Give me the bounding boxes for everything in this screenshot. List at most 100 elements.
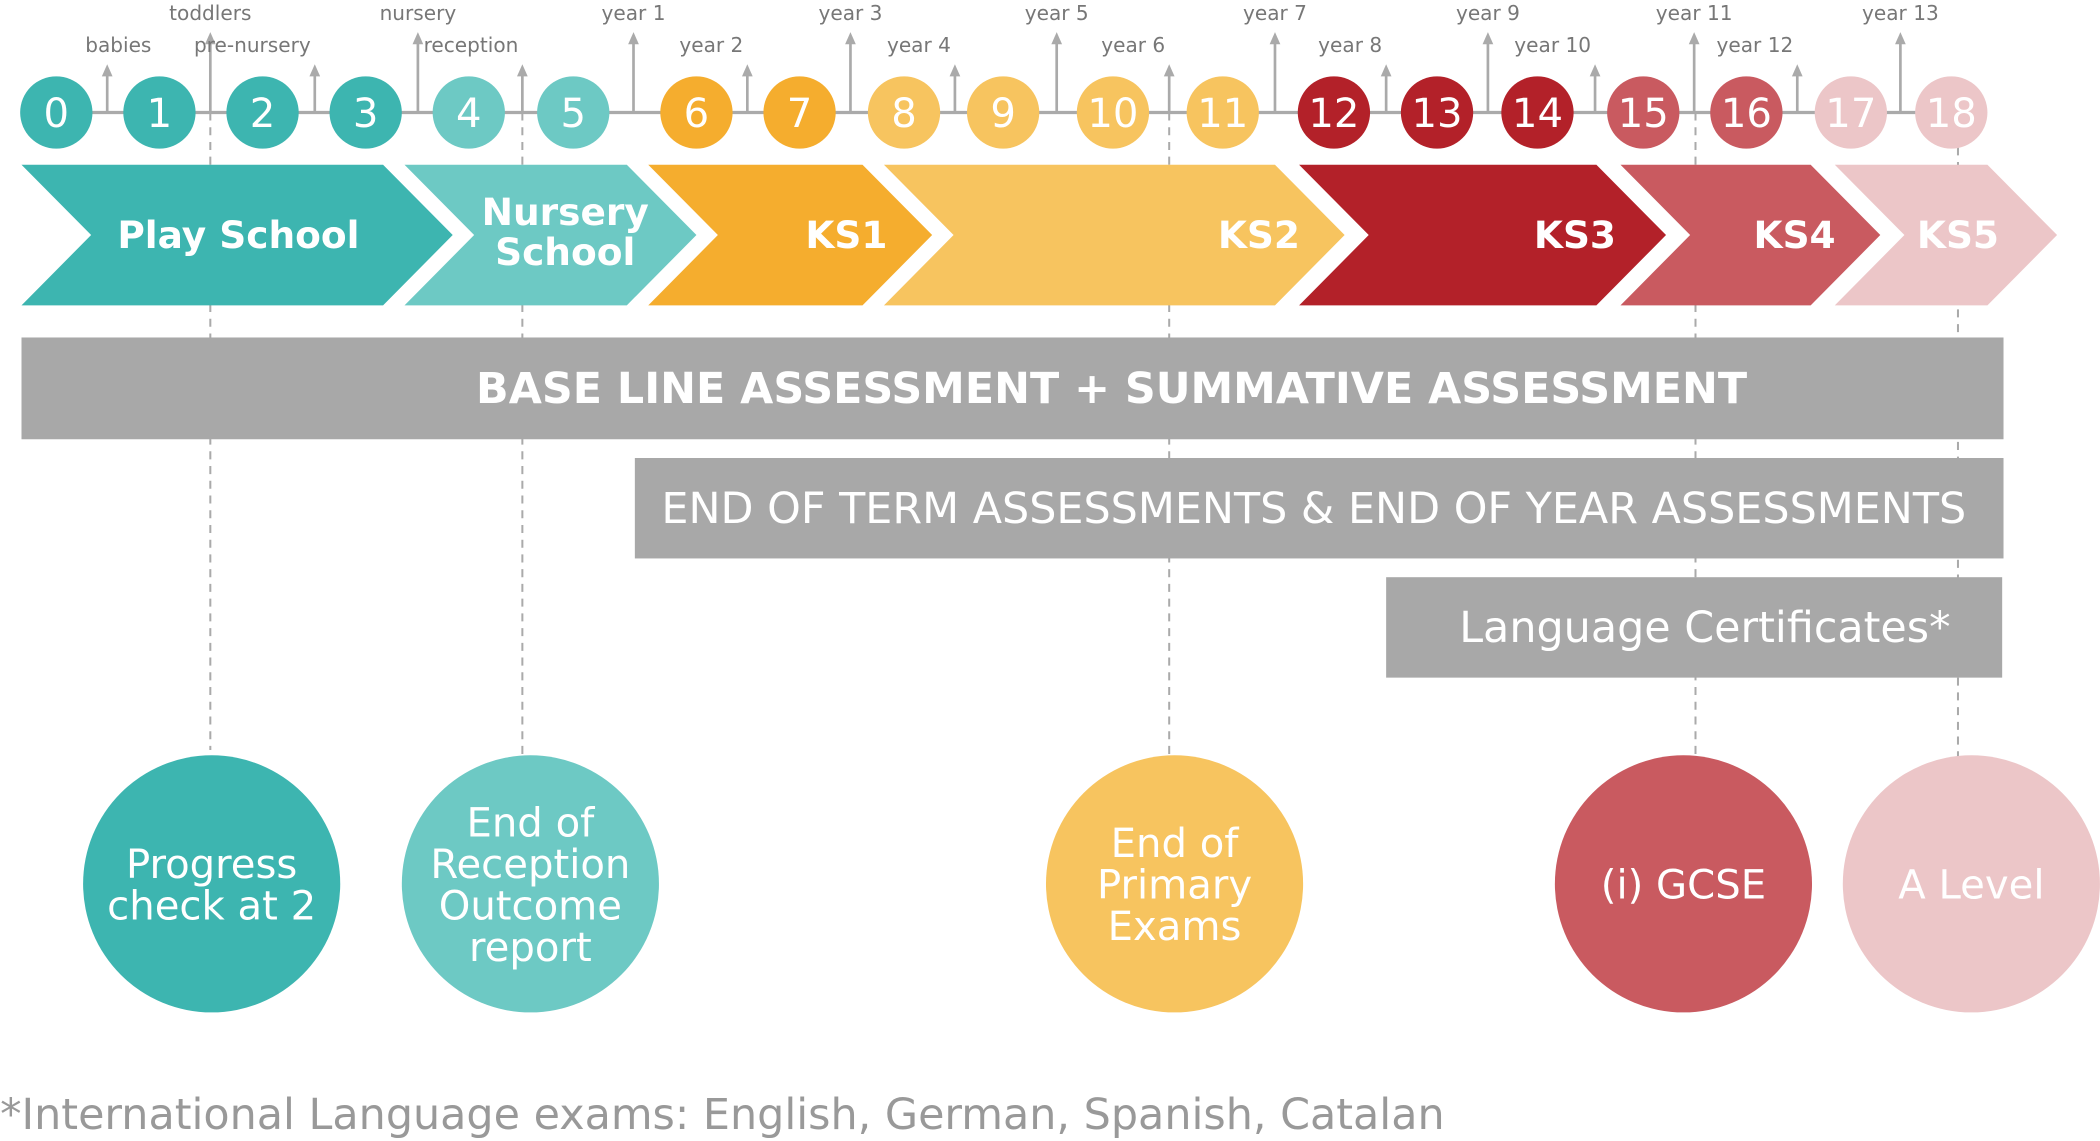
stage-label: KS1 bbox=[805, 213, 887, 257]
assessment-bar-label: END OF TERM ASSESSMENTS & END OF YEAR AS… bbox=[661, 484, 1966, 534]
arrow-head-icon bbox=[845, 32, 856, 45]
age-number: 0 bbox=[44, 91, 70, 137]
age-number: 11 bbox=[1197, 91, 1248, 137]
footnote: *International Language exams: English, … bbox=[0, 1090, 1445, 1140]
stage-chevron bbox=[1299, 164, 1667, 306]
stage-chevron bbox=[21, 164, 453, 306]
stage-label: KS3 bbox=[1534, 213, 1616, 257]
age-number: 14 bbox=[1512, 91, 1563, 137]
assessment-bar bbox=[634, 458, 2004, 559]
year-label: babies bbox=[85, 33, 151, 57]
year-label: toddlers bbox=[169, 1, 251, 25]
age-number: 15 bbox=[1618, 91, 1669, 137]
milestone-label: End of bbox=[1111, 821, 1240, 867]
stage-chevron bbox=[1834, 164, 2058, 306]
age-circle bbox=[763, 76, 836, 149]
age-number: 18 bbox=[1926, 91, 1977, 137]
arrow-head-icon bbox=[101, 64, 113, 77]
arrow-head-icon bbox=[949, 64, 961, 77]
milestone-label: Primary bbox=[1097, 863, 1252, 909]
assessment-bar-label: BASE LINE ASSESSMENT + SUMMATIVE ASSESSM… bbox=[476, 364, 1747, 414]
milestone-label: report bbox=[469, 925, 592, 971]
milestone-label: End of bbox=[466, 800, 595, 846]
year-label: year 4 bbox=[887, 33, 951, 57]
age-number: 13 bbox=[1411, 91, 1462, 137]
year-label: year 1 bbox=[602, 1, 666, 25]
year-label: year 11 bbox=[1656, 1, 1733, 25]
stage-label: Play School bbox=[117, 213, 359, 257]
age-circle bbox=[537, 76, 610, 149]
milestone-label: Reception bbox=[430, 842, 630, 888]
age-circle bbox=[867, 76, 941, 149]
age-circle bbox=[1501, 76, 1574, 149]
year-label: pre-nursery bbox=[194, 33, 311, 57]
milestone-circle bbox=[1045, 755, 1304, 1013]
year-label: year 7 bbox=[1243, 1, 1307, 25]
stage-label: KS4 bbox=[1754, 213, 1836, 257]
year-label: year 10 bbox=[1514, 33, 1591, 57]
age-number: 12 bbox=[1308, 91, 1359, 137]
age-number: 5 bbox=[560, 91, 586, 137]
age-number: 8 bbox=[891, 91, 917, 137]
year-label: year 2 bbox=[679, 33, 743, 57]
milestone-circle bbox=[1554, 755, 1813, 1013]
year-label: year 8 bbox=[1318, 33, 1382, 57]
arrow-head-icon bbox=[741, 64, 753, 77]
arrow-head-icon bbox=[1380, 64, 1392, 77]
arrow-head-icon bbox=[1688, 32, 1700, 45]
age-circle bbox=[1400, 76, 1474, 149]
age-number: 16 bbox=[1721, 91, 1772, 137]
year-label: year 9 bbox=[1456, 1, 1520, 25]
arrow-head-icon bbox=[1163, 64, 1175, 77]
age-circle bbox=[1297, 76, 1371, 149]
age-number: 3 bbox=[353, 91, 379, 137]
arrow-head-icon bbox=[1482, 32, 1494, 45]
arrow-head-icon bbox=[628, 32, 639, 45]
year-label: year 13 bbox=[1862, 1, 1939, 25]
milestone-label: Outcome bbox=[439, 883, 622, 929]
arrow-head-icon bbox=[1791, 64, 1803, 77]
age-circle bbox=[1710, 76, 1783, 149]
milestone-circle bbox=[1842, 755, 2100, 1013]
assessment-bar bbox=[1386, 577, 2003, 678]
arrow-head-icon bbox=[1269, 32, 1281, 45]
year-label: reception bbox=[424, 33, 519, 57]
assessment-bar-label: Language Certificates* bbox=[1459, 603, 1950, 653]
age-circle bbox=[20, 76, 93, 149]
age-circle bbox=[660, 76, 733, 149]
stage-chevron bbox=[404, 164, 697, 306]
age-circle bbox=[1186, 76, 1259, 149]
age-circle bbox=[123, 76, 196, 149]
age-circle bbox=[1076, 76, 1150, 149]
milestone-label: A Level bbox=[1898, 863, 2044, 909]
age-circle bbox=[966, 76, 1040, 149]
stage-label: School bbox=[495, 230, 635, 274]
stage-label: KS2 bbox=[1218, 213, 1300, 257]
stage-label: Nursery bbox=[482, 190, 649, 234]
arrow-head-icon bbox=[412, 32, 424, 45]
stage-label: KS5 bbox=[1917, 213, 1999, 257]
arrow-head-icon bbox=[1895, 32, 1906, 45]
age-number: 4 bbox=[456, 91, 482, 137]
milestone-circle bbox=[83, 755, 341, 1013]
arrow-head-icon bbox=[309, 64, 321, 77]
arrow-head-icon bbox=[516, 64, 528, 77]
milestone-label: Exams bbox=[1108, 904, 1242, 950]
age-circle bbox=[1814, 76, 1888, 149]
arrow-head-icon bbox=[204, 32, 216, 45]
arrow-head-icon bbox=[1589, 64, 1601, 77]
year-label: year 6 bbox=[1101, 33, 1165, 57]
age-number: 10 bbox=[1087, 91, 1138, 137]
year-label: year 5 bbox=[1025, 1, 1089, 25]
age-circle bbox=[226, 76, 299, 149]
age-number: 1 bbox=[147, 91, 173, 137]
milestone-label: (i) GCSE bbox=[1601, 863, 1766, 909]
stage-chevron bbox=[648, 164, 933, 306]
arrow-head-icon bbox=[1051, 32, 1063, 45]
milestone-circle bbox=[401, 755, 659, 1013]
year-label: nursery bbox=[380, 1, 457, 25]
year-label: year 12 bbox=[1717, 33, 1794, 57]
age-number: 7 bbox=[787, 91, 813, 137]
age-circle bbox=[1607, 76, 1680, 149]
